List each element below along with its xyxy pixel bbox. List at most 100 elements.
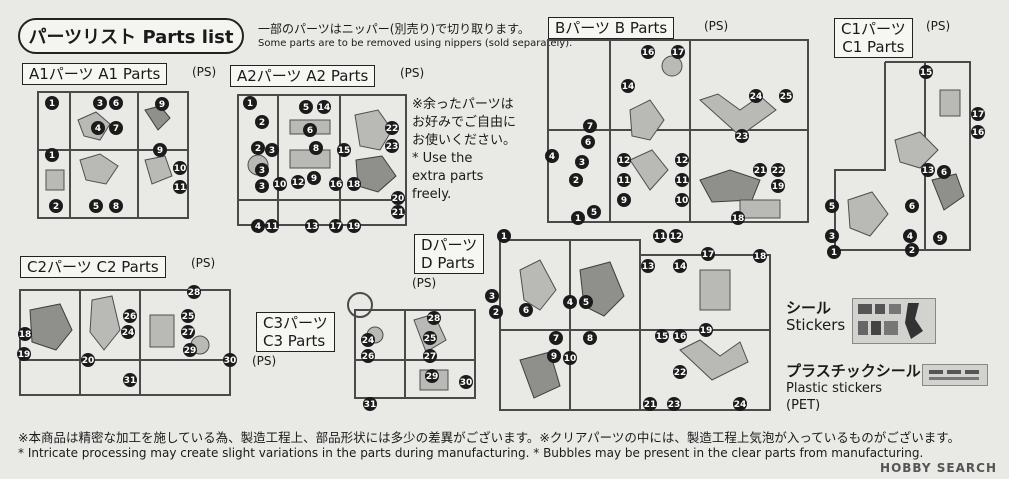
svg-text:1: 1 <box>247 99 253 109</box>
svg-text:15: 15 <box>656 332 669 342</box>
part-number-marker: 11 <box>653 229 667 243</box>
svg-text:11: 11 <box>618 176 631 186</box>
part-number-marker: 8 <box>309 141 323 155</box>
svg-text:22: 22 <box>674 368 687 378</box>
svg-text:21: 21 <box>644 400 657 410</box>
svg-text:28: 28 <box>188 288 201 298</box>
part-number-marker: 30 <box>459 375 473 389</box>
part-number-marker: 20 <box>391 191 405 205</box>
svg-text:15: 15 <box>338 146 351 156</box>
part-number-marker: 19 <box>347 219 361 233</box>
svg-text:21: 21 <box>754 166 767 176</box>
svg-text:6: 6 <box>307 126 313 136</box>
svg-text:7: 7 <box>553 334 559 344</box>
svg-text:29: 29 <box>184 346 197 356</box>
extra-note-jp-1: ※余ったパーツは <box>412 97 514 112</box>
svg-text:5: 5 <box>93 202 99 212</box>
svg-text:7: 7 <box>587 122 593 132</box>
svg-text:27: 27 <box>182 328 195 338</box>
part-number-marker: 2 <box>255 115 269 129</box>
svg-text:26: 26 <box>362 352 375 362</box>
svg-text:24: 24 <box>750 92 763 102</box>
runner-c1 <box>834 61 971 251</box>
svg-text:5: 5 <box>829 202 835 212</box>
part-number-marker: 9 <box>307 171 321 185</box>
part-number-marker: 1 <box>827 245 841 259</box>
extra-note-jp-2: お好みでご自由に <box>412 115 517 130</box>
part-number-marker: 3 <box>265 143 279 157</box>
part-number-marker: 1 <box>45 148 59 162</box>
extra-note-en-3: freely. <box>412 187 452 202</box>
part-number-marker: 9 <box>547 349 561 363</box>
svg-text:30: 30 <box>460 378 473 388</box>
part-number-marker: 28 <box>427 311 441 325</box>
part-number-marker: 1 <box>571 211 585 225</box>
part-number-marker: 7 <box>109 121 123 135</box>
svg-text:16: 16 <box>972 128 985 138</box>
part-number-marker: 8 <box>109 199 123 213</box>
svg-text:14: 14 <box>622 82 635 92</box>
svg-text:22: 22 <box>772 166 785 176</box>
section-label-d: Dパーツ D Parts <box>414 234 485 274</box>
part-number-marker: 5 <box>299 100 313 114</box>
bottom-note-en: * Intricate processing may create slight… <box>18 446 924 460</box>
svg-text:9: 9 <box>551 352 557 362</box>
svg-text:2: 2 <box>573 176 579 186</box>
svg-text:4: 4 <box>95 124 101 134</box>
svg-text:24: 24 <box>362 336 375 346</box>
svg-text:3: 3 <box>829 232 835 242</box>
svg-text:6: 6 <box>909 202 915 212</box>
section-label-c1: C1パーツ C1 Parts <box>834 18 913 58</box>
part-number-marker: 2 <box>251 141 265 155</box>
svg-text:6: 6 <box>585 138 591 148</box>
part-number-marker: 11 <box>617 173 631 187</box>
svg-text:13: 13 <box>642 262 655 272</box>
svg-text:10: 10 <box>274 180 287 190</box>
svg-text:8: 8 <box>313 144 319 154</box>
part-number-marker: 2 <box>489 305 503 319</box>
svg-text:3: 3 <box>579 158 585 168</box>
svg-text:3: 3 <box>269 146 275 156</box>
svg-text:5: 5 <box>591 208 597 218</box>
part-number-marker: 24 <box>749 89 763 103</box>
part-number-marker: 17 <box>329 219 343 233</box>
svg-text:6: 6 <box>113 99 119 109</box>
part-number-marker: 21 <box>753 163 767 177</box>
part-number-marker: 13 <box>641 259 655 273</box>
svg-text:8: 8 <box>113 202 119 212</box>
nipper-note-en: Some parts are to be removed using nippe… <box>258 38 573 49</box>
part-number-marker: 29 <box>425 369 439 383</box>
svg-text:11: 11 <box>676 176 689 186</box>
part-number-marker: 9 <box>617 193 631 207</box>
svg-text:1: 1 <box>575 214 581 224</box>
sticker-shapes-icon <box>858 303 923 339</box>
part-number-marker: 3 <box>825 229 839 243</box>
ps-tag-c2: (PS) <box>191 256 216 270</box>
plastic-sticker-shapes-icon <box>929 370 979 380</box>
svg-text:4: 4 <box>255 222 261 232</box>
part-number-marker: 13 <box>921 163 935 177</box>
svg-text:5: 5 <box>303 103 309 113</box>
part-number-marker: 7 <box>549 331 563 345</box>
part-number-marker: 6 <box>937 165 951 179</box>
part-number-marker: 2 <box>905 243 919 257</box>
part-number-marker: 20 <box>81 353 95 367</box>
svg-text:23: 23 <box>668 400 681 410</box>
section-label-c3-jp: C3パーツ <box>263 314 328 332</box>
svg-text:29: 29 <box>426 372 439 382</box>
svg-text:2: 2 <box>909 246 915 256</box>
section-label-c3: C3パーツ C3 Parts <box>256 312 335 352</box>
section-label-c3-en: C3 Parts <box>263 332 326 350</box>
svg-text:2: 2 <box>53 202 59 212</box>
extra-note-en-2: extra parts <box>412 169 484 184</box>
part-number-marker: 19 <box>17 347 31 361</box>
part-number-marker: 18 <box>731 211 745 225</box>
part-number-marker: 16 <box>971 125 985 139</box>
svg-text:20: 20 <box>392 194 405 204</box>
svg-text:17: 17 <box>702 250 715 260</box>
runner-b <box>547 39 809 223</box>
part-number-marker: 25 <box>181 309 195 323</box>
stickers-label-jp: シール <box>786 299 832 317</box>
svg-text:23: 23 <box>386 142 399 152</box>
svg-text:23: 23 <box>736 132 749 142</box>
